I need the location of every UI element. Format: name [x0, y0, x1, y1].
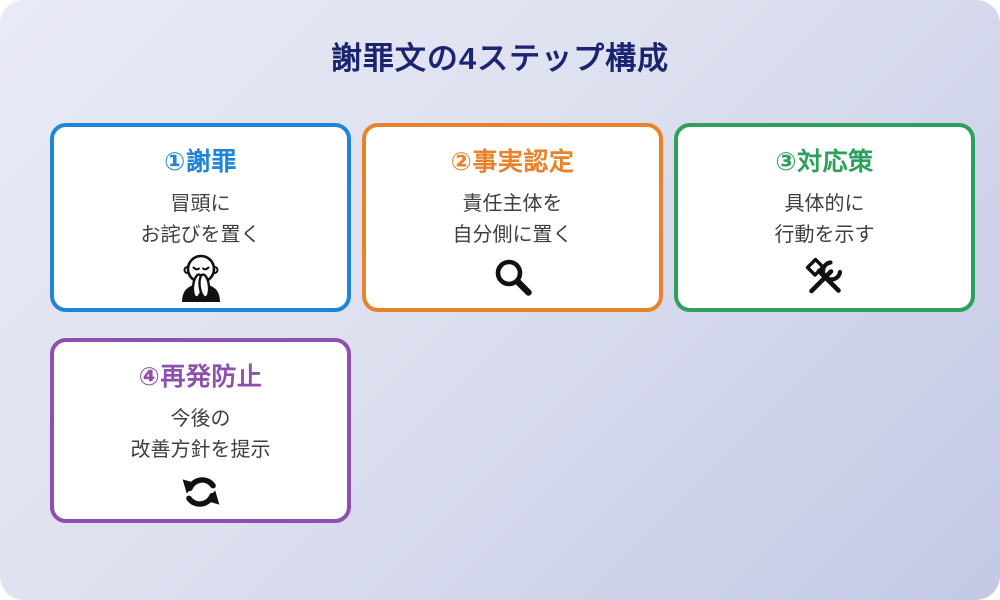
step-heading: ④再発防止 [138, 363, 263, 391]
step-heading: ②事実認定 [450, 148, 575, 176]
step-card-countermeasures: ③対応策 具体的に 行動を示す [674, 123, 975, 312]
step-heading: ①謝罪 [164, 148, 237, 176]
step-heading: ③対応策 [775, 148, 874, 176]
step-description-line1: 具体的に [784, 193, 865, 215]
refresh-icon [180, 467, 222, 517]
magnifier-icon [493, 252, 533, 302]
tools-icon [802, 252, 848, 302]
step-description-line2: お詫びを置く [140, 224, 261, 246]
step-description-line1: 今後の [170, 408, 231, 430]
step-card-prevention: ④再発防止 今後の 改善方針を提示 [50, 338, 351, 523]
page-title: 謝罪文の4ステップ構成 [330, 41, 670, 76]
step-description-line2: 改善方針を提示 [130, 439, 271, 461]
step-card-facts: ②事実認定 責任主体を 自分側に置く [362, 123, 663, 312]
bowing-person-icon [175, 252, 227, 302]
step-description-line2: 自分側に置く [452, 224, 573, 246]
step-description-line2: 行動を示す [774, 224, 875, 246]
step-description-line1: 責任主体を [462, 193, 563, 215]
step-card-apology: ①謝罪 冒頭に お詫びを置く [50, 123, 351, 312]
step-description-line1: 冒頭に [170, 193, 231, 215]
